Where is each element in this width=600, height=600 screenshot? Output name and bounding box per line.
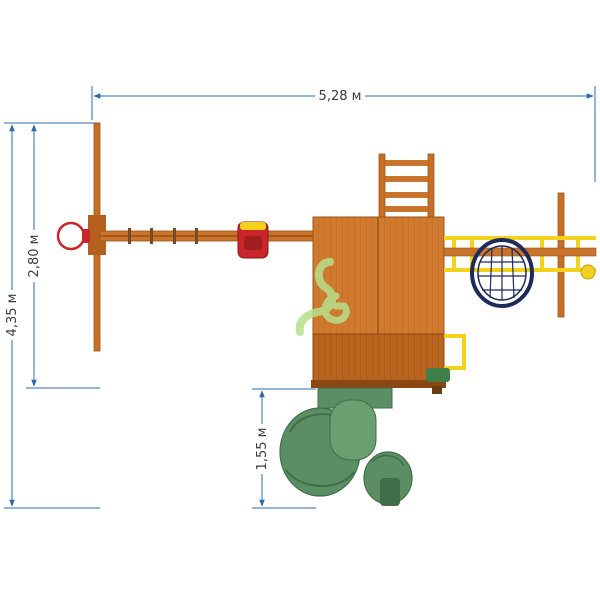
dimension-width: 5,28 м bbox=[91, 86, 596, 182]
bucket-swing bbox=[237, 221, 269, 259]
right-swing-frame bbox=[443, 192, 597, 318]
inner-depth-label: 2,80 м bbox=[27, 235, 42, 278]
sg-logo-icon bbox=[295, 258, 350, 336]
slide-depth-label: 1,55 м bbox=[255, 428, 270, 471]
hoop-icon bbox=[56, 221, 90, 251]
ladder bbox=[378, 153, 435, 219]
left-swing-frame bbox=[88, 122, 315, 352]
dimension-slide: 1,55 м bbox=[252, 388, 316, 509]
nest-swing-icon bbox=[470, 238, 534, 308]
side-handles bbox=[426, 334, 466, 394]
width-label: 5,28 м bbox=[319, 89, 362, 104]
dimension-total-depth: 4,35 м bbox=[4, 122, 100, 509]
total-depth-label: 4,35 м bbox=[5, 294, 20, 337]
tower-roof bbox=[311, 216, 446, 388]
dimension-inner-depth: 2,80 м bbox=[26, 122, 100, 389]
tube-slide bbox=[279, 387, 413, 506]
